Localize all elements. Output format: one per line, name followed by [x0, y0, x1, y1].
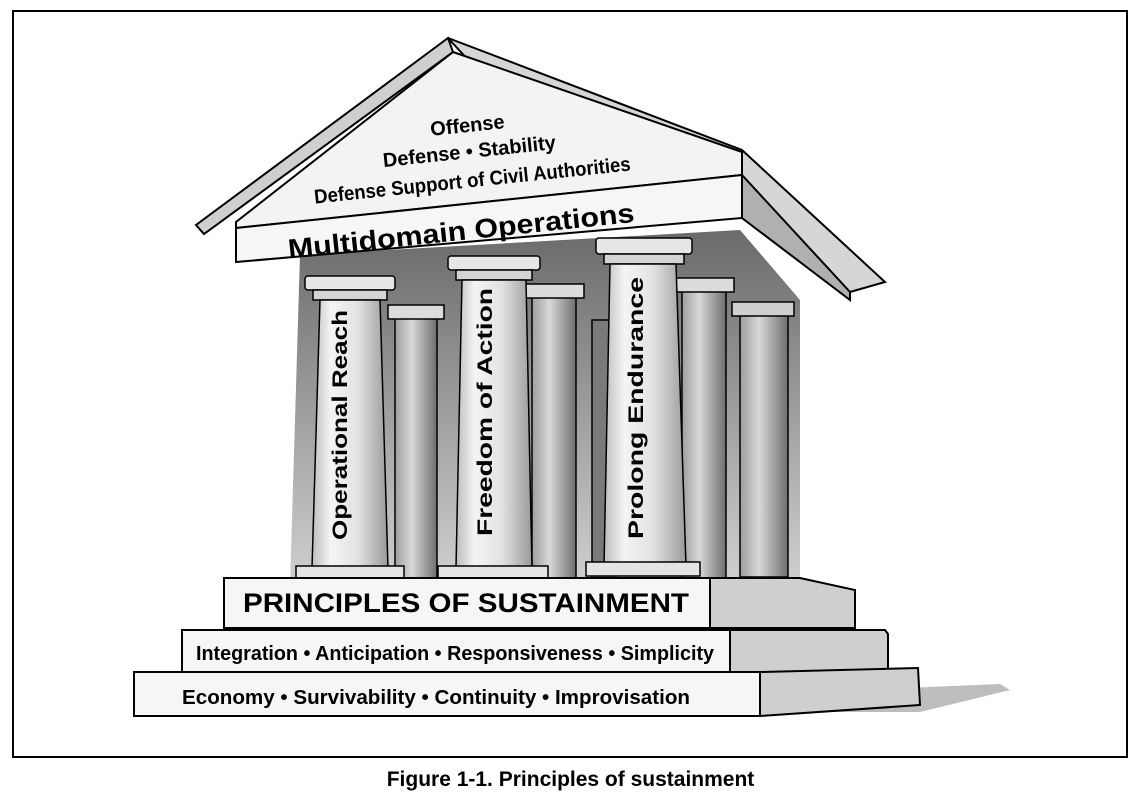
pillar-label-prolong-endurance: Prolong Endurance: [625, 277, 648, 539]
back-column: [394, 317, 438, 581]
pillar-label-freedom-of-action: Freedom of Action: [474, 288, 497, 536]
pillar-freedom-of-action: [437, 255, 549, 579]
base-bottom-step-label: Economy • Survivability • Continuity • I…: [182, 687, 690, 709]
back-column: [681, 289, 727, 581]
back-column: [739, 314, 789, 578]
pillar-label-operational-reach: Operational Reach: [329, 310, 352, 540]
figure-caption: Figure 1-1. Principles of sustainment: [386, 768, 755, 791]
pillar-prolong-endurance: [585, 237, 701, 577]
base: [133, 577, 922, 718]
back-column: [531, 295, 577, 581]
roof: [194, 36, 887, 303]
base-middle-step-label: Integration • Anticipation • Responsiven…: [196, 643, 715, 665]
temple-diagram: Offense Defense • Stability Defense Supp…: [133, 36, 1010, 718]
pillar-operational-reach: [295, 275, 405, 579]
base-top-step-label: PRINCIPLES OF SUSTAINMENT: [243, 588, 690, 618]
